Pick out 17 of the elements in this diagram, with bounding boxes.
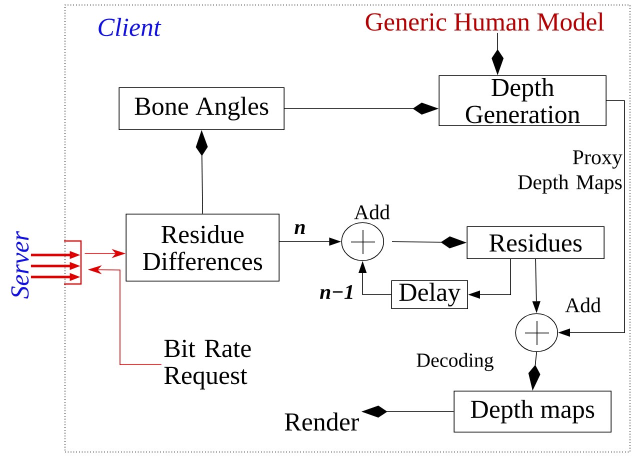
process-box: Depth Generation [438, 75, 606, 126]
output-label: Render [284, 412, 359, 431]
process-box: Delay [391, 280, 468, 309]
process-box: Residue Differences [126, 214, 280, 282]
process-box: Bone Angles [118, 87, 284, 130]
process-box: Residues [466, 226, 604, 259]
edge-label: n [294, 224, 305, 234]
edge-label: Proxy Depth Maps [518, 150, 622, 194]
input-label: Generic Human Model [366, 12, 604, 31]
edge-label: Decoding [416, 352, 494, 372]
edge-label: n−1 [320, 285, 352, 299]
server-label: Server [11, 231, 29, 299]
process-box: Depth maps [454, 390, 612, 432]
request-label: Bit Rate Request [164, 340, 251, 390]
adder-label: Add [354, 204, 390, 220]
bracket [64, 240, 82, 285]
adder-label: Add [565, 298, 601, 312]
